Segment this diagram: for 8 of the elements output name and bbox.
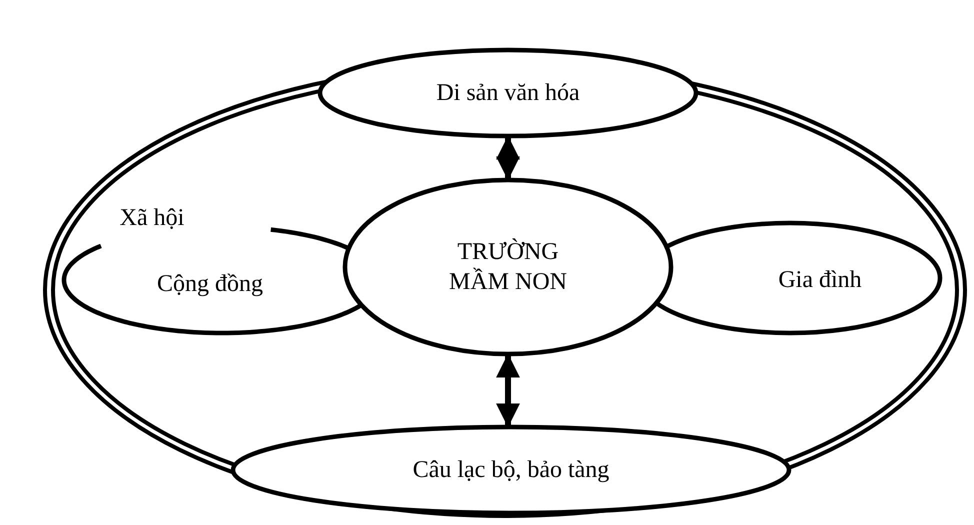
node-label: Xã hội <box>120 204 184 233</box>
double-arrow <box>496 354 520 428</box>
node-label: Gia đình <box>778 266 862 295</box>
double-arrow <box>496 136 520 180</box>
node-label: Di sản văn hóa <box>436 79 580 108</box>
node-label: Câu lạc bộ, bảo tàng <box>412 456 610 485</box>
node-label: TRƯỜNG MẦM NON <box>448 237 568 297</box>
node-label: Cộng đồng <box>156 270 263 299</box>
